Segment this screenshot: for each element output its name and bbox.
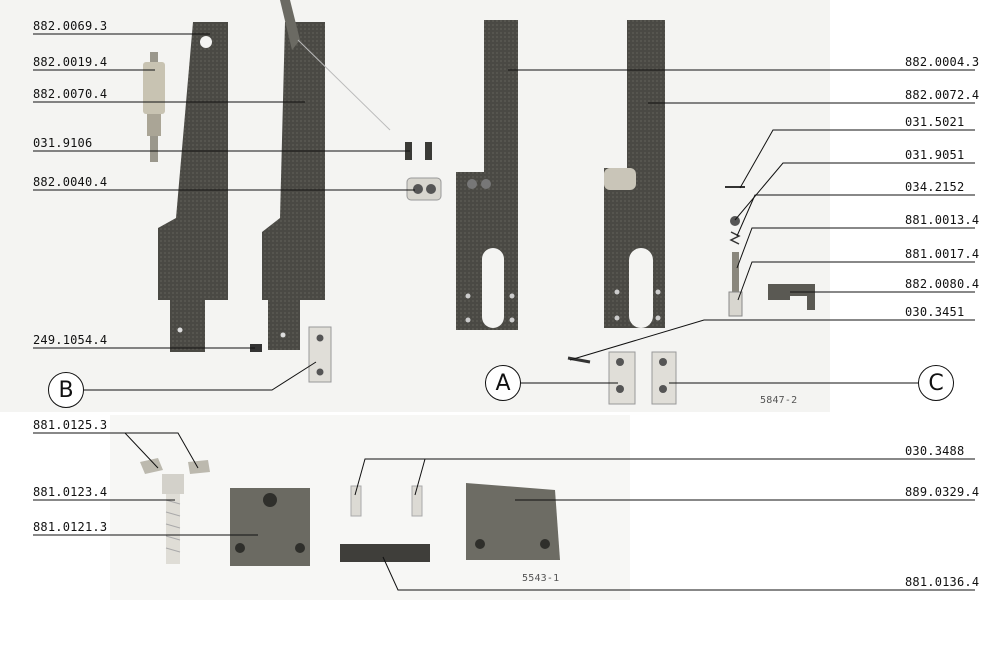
shaft-882-0019-4 (143, 52, 165, 162)
part-label-881-0121-3: 881.0121.3 (33, 520, 108, 534)
screw-030-3451 (567, 356, 591, 364)
bar-881-0136-4 (340, 544, 430, 562)
plate-A (608, 351, 636, 405)
part-B-block (308, 326, 332, 383)
part-label-881-0013-4: 881.0013.4 (905, 213, 980, 227)
part-label-882-0004-3: 882.0004.3 (905, 55, 980, 69)
screws-030-3488 (350, 485, 423, 517)
part-label-882-0040-4: 882.0040.4 (33, 175, 108, 189)
part-label-031-9051: 031.9051 (905, 148, 965, 162)
bolt-881-0123-4 (162, 474, 184, 564)
leader-lines (33, 33, 975, 591)
part-label-882-0019-4: 882.0019.4 (33, 55, 108, 69)
bar-882-0004-3 (456, 20, 518, 330)
part-label-249-1054-4: 249.1054.4 (33, 333, 108, 347)
part-label-031-9106: 031.9106 (33, 136, 93, 150)
bar-882-0072-4 (604, 20, 665, 328)
spring-034-2152 (729, 231, 741, 245)
part-label-882-0072-4: 882.0072.4 (905, 88, 980, 102)
part-label-030-3451: 030.3451 (905, 305, 965, 319)
ring-031-9051 (730, 216, 740, 226)
part-label-034-2152: 034.2152 (905, 180, 965, 194)
photo-upper-background (0, 0, 830, 412)
tool-top (280, 0, 391, 131)
plate-882-0040-4 (406, 177, 442, 201)
block-889-0329-4 (466, 483, 560, 560)
part-label-889-0329-4: 889.0329.4 (905, 485, 980, 499)
callout-c: C (918, 365, 954, 401)
photo-code-top: 5847-2 (760, 395, 798, 406)
part-label-882-0080-4: 882.0080.4 (905, 277, 980, 291)
callout-b: B (48, 372, 84, 408)
bar-882-0069-3 (158, 22, 228, 352)
block-881-0121-3 (230, 488, 310, 566)
plate-C (651, 351, 677, 405)
part-label-882-0070-4: 882.0070.4 (33, 87, 108, 101)
part-label-881-0125-3: 881.0125.3 (33, 418, 108, 432)
clips-881-0125-3 (140, 458, 210, 474)
screw-b (425, 142, 432, 160)
part-label-881-0136-4: 881.0136.4 (905, 575, 980, 589)
pin-249 (250, 344, 262, 352)
part-label-882-0069-3: 882.0069.3 (33, 19, 108, 33)
bracket-882-0080-4 (768, 284, 815, 310)
part-label-031-5021: 031.5021 (905, 115, 965, 129)
part-label-881-0123-4: 881.0123.4 (33, 485, 108, 499)
pin-881-0013-4 (732, 252, 739, 292)
part-label-030-3488: 030.3488 (905, 444, 965, 458)
photo-code-bottom: 5543-1 (522, 573, 560, 584)
part-label-881-0017-4: 881.0017.4 (905, 247, 980, 261)
callout-a: A (485, 365, 521, 401)
bar-882-0070-4 (262, 22, 325, 350)
